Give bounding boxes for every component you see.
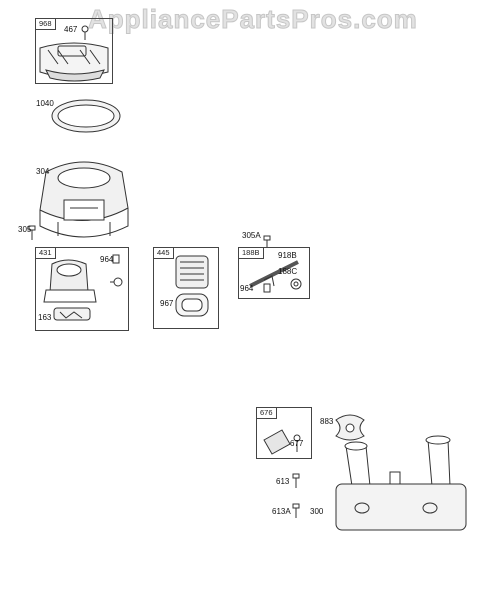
label-163: 163 xyxy=(38,313,52,322)
label-1040: 1040 xyxy=(36,99,54,108)
pin-964-a xyxy=(112,254,120,264)
muffler-300 xyxy=(335,435,467,531)
kit-box-445: 445 xyxy=(153,247,219,329)
watermark: AppliancePartsPros.com xyxy=(88,4,418,35)
label-964-b: 964 xyxy=(240,284,254,293)
kit-label-431: 431 xyxy=(36,248,56,260)
kit-box-188b: 188B xyxy=(238,247,310,299)
label-305: 305 xyxy=(18,225,32,234)
kit-label-188b: 188B xyxy=(239,248,264,260)
muffler-guard-676 xyxy=(263,429,291,455)
label-967: 967 xyxy=(160,299,174,308)
label-305a: 305A xyxy=(242,231,261,240)
label-613: 613 xyxy=(276,477,290,486)
bolt-305a xyxy=(263,235,271,248)
pin-964-b xyxy=(263,283,271,293)
label-300: 300 xyxy=(310,507,324,516)
fitting-431 xyxy=(110,277,123,287)
kit-label-445: 445 xyxy=(154,248,174,260)
gasket-163 xyxy=(53,307,91,321)
label-677: 677 xyxy=(290,439,304,448)
bolt-613 xyxy=(292,473,300,488)
label-613a: 613A xyxy=(272,507,291,516)
screw-467 xyxy=(81,25,89,40)
clip-188c xyxy=(290,278,302,290)
label-883: 883 xyxy=(320,417,334,426)
label-467: 467 xyxy=(64,25,78,34)
kit-box-431: 431 xyxy=(35,247,129,331)
bolt-305 xyxy=(28,225,36,240)
air-cleaner-cover-968 xyxy=(39,42,109,82)
breather-tube-918b xyxy=(249,260,299,288)
air-filter-445 xyxy=(175,255,209,289)
blower-housing-304 xyxy=(39,161,129,238)
kit-label-968: 968 xyxy=(36,19,56,31)
screw-677 xyxy=(293,434,301,452)
kit-label-676: 676 xyxy=(257,408,277,420)
exhaust-gasket-883 xyxy=(335,414,365,441)
air-cleaner-base-431 xyxy=(43,259,97,303)
label-918b: 918B xyxy=(278,251,297,260)
gasket-ring-1040 xyxy=(51,99,121,133)
kit-box-676: 676 xyxy=(256,407,312,459)
bolt-613a xyxy=(292,503,300,518)
label-964-a: 964 xyxy=(100,255,114,264)
label-304: 304 xyxy=(36,167,50,176)
label-188c: 188C xyxy=(278,267,298,276)
kit-box-968: 968 xyxy=(35,18,113,84)
pre-cleaner-967 xyxy=(175,293,209,317)
